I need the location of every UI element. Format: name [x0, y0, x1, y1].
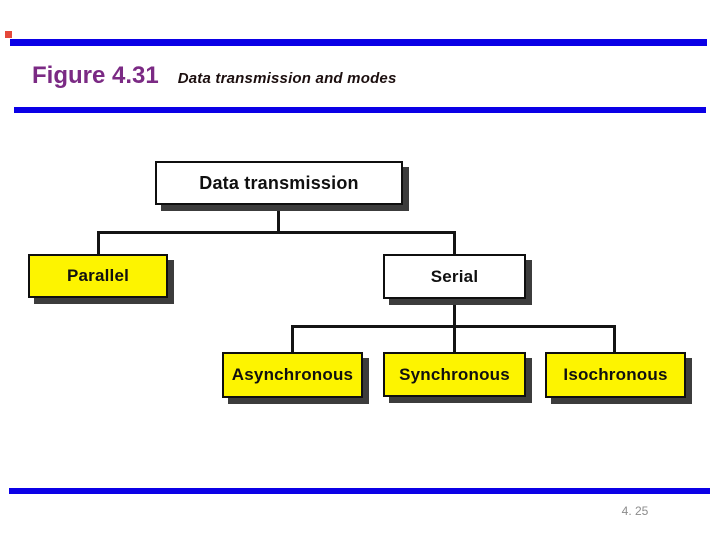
- node-label: Synchronous: [399, 364, 510, 384]
- node-isochronous: Isochronous: [545, 352, 686, 398]
- connector-to-isochronous: [613, 325, 616, 353]
- page-number: 4. 25: [621, 504, 649, 518]
- bottom-rule: [9, 488, 710, 494]
- node-label: Serial: [430, 266, 479, 286]
- node-synchronous: Synchronous: [383, 352, 526, 397]
- red-square-marker: [5, 31, 12, 38]
- node-asynchronous: Asynchronous: [222, 352, 363, 398]
- under-title-rule: [14, 107, 706, 113]
- node-label: Asynchronous: [231, 365, 354, 384]
- connector-to-synchronous: [453, 325, 456, 353]
- connector-root-down: [277, 204, 280, 234]
- node-data-transmission: Data transmission: [155, 161, 403, 205]
- connector-to-asynchronous: [291, 325, 294, 353]
- connector-level2-horizontal: [97, 231, 456, 234]
- node-label: Isochronous: [563, 365, 668, 384]
- node-label: Parallel: [66, 266, 130, 285]
- top-rule: [10, 39, 707, 46]
- node-parallel: Parallel: [28, 254, 168, 298]
- figure-title-row: Figure 4.31 Data transmission and modes: [32, 62, 397, 90]
- figure-label: Figure 4.31: [32, 62, 159, 89]
- connector-serial-down: [453, 298, 456, 328]
- node-serial: Serial: [383, 254, 526, 299]
- connector-to-serial: [453, 231, 456, 255]
- node-label: Data transmission: [199, 172, 359, 193]
- connector-to-parallel: [97, 231, 100, 255]
- figure-caption: Data transmission and modes: [177, 70, 397, 87]
